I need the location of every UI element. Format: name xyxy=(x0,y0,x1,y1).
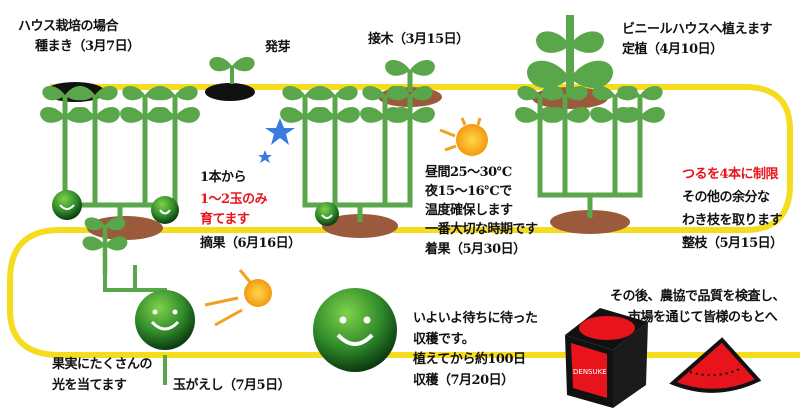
sun-icon-small xyxy=(204,269,272,327)
thinning-note: 1本から xyxy=(200,170,247,185)
shipping-note-2: 市場を通じて皆様のもとへ xyxy=(628,310,778,325)
pruning-note-2: わき枝を取ります xyxy=(682,213,783,228)
fruitset-note-2: 夜15～16℃で xyxy=(425,184,512,199)
pruning-label: 整枝（5月15日） xyxy=(682,236,783,251)
densuke-box: DENSUKE xyxy=(565,308,648,408)
plant-turning xyxy=(83,217,195,385)
sprout xyxy=(205,56,255,101)
sowing-label: 種まき（3月7日） xyxy=(35,39,140,54)
box-brand: DENSUKE xyxy=(573,368,607,376)
grafting-label: 接木（3月15日） xyxy=(368,32,469,47)
watermelon-slice xyxy=(669,337,762,393)
turning-note-1: 果実にたくさんの xyxy=(52,357,153,372)
harvest-note-2: 収穫です。 xyxy=(413,332,475,347)
shipping-note-1: その後、農協で品質を検査し、 xyxy=(610,289,786,304)
plant-fruitset xyxy=(280,86,435,238)
fruitset-label: 着果（5月30日） xyxy=(425,242,526,257)
fruitset-note-3: 温度確保します xyxy=(425,203,513,218)
sun-icon xyxy=(439,117,488,156)
planting-note: ビニールハウスへ植えます xyxy=(622,22,773,37)
star-icon xyxy=(258,118,295,163)
germination-label: 発芽 xyxy=(265,40,291,55)
pruning-note-1: その他の余分な xyxy=(682,190,770,205)
plant-pruning xyxy=(515,86,665,234)
harvested-watermelon xyxy=(313,288,397,372)
plant-thinning xyxy=(40,86,200,240)
harvest-note-3: 植えてから約100日 xyxy=(413,352,526,367)
thinning-note-red: 1～2玉のみ xyxy=(200,192,268,207)
fruitset-note-1: 昼間25～30℃ xyxy=(425,165,512,180)
intro-label: ハウス栽培の場合 xyxy=(18,19,119,34)
turning-label: 玉がえし（7月5日） xyxy=(173,378,291,393)
thinning-note-red-2: 育てます xyxy=(200,212,250,227)
turning-note-2: 光を当てます xyxy=(52,378,127,393)
harvest-label: 収穫（7月20日） xyxy=(413,373,514,388)
fruitset-note-4: 一番大切な時期です xyxy=(425,222,538,237)
pruning-note-red: つるを4本に制限 xyxy=(682,167,779,182)
growth-path xyxy=(7,84,800,358)
planting-label: 定植（4月10日） xyxy=(622,42,723,57)
harvest-note-1: いよいよ待ちに待った xyxy=(413,311,538,326)
thinning-label: 摘果（6月16日） xyxy=(200,236,301,251)
